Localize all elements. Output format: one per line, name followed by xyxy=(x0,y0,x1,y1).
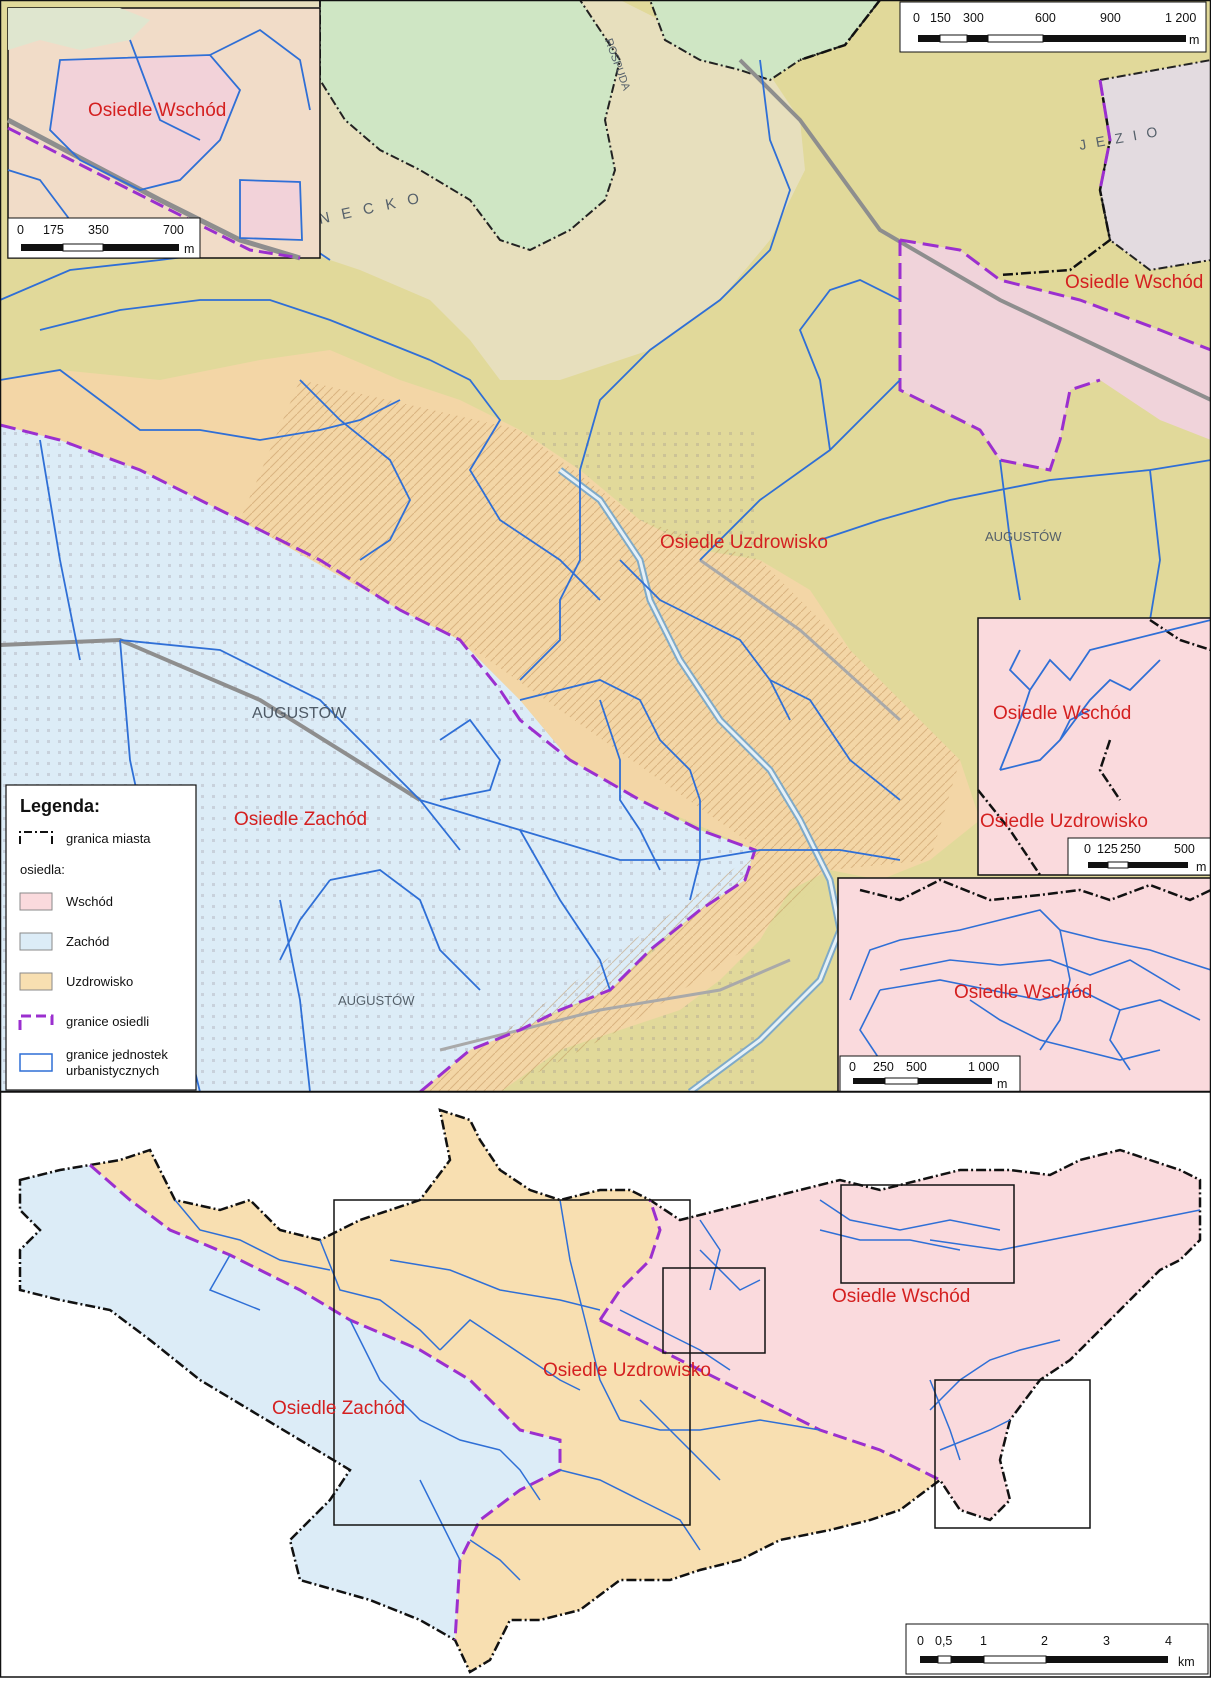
main-scale-unit: m xyxy=(1189,33,1199,47)
extent-box-inset-r xyxy=(934,1379,1091,1529)
inset-br-scale-tick-1: 250 xyxy=(873,1060,894,1074)
overview-unit-borders xyxy=(174,1199,1201,1581)
legend-label-zachod: Zachód xyxy=(66,934,109,949)
uzdrowisko-buildings xyxy=(240,380,960,1092)
ov-scale-tick-0: 0 xyxy=(917,1634,924,1648)
inset-bottom-right: Osiedle Wschód 0 250 500 1 000 m xyxy=(837,877,1211,1092)
legend-city-border-swatch xyxy=(19,831,53,844)
inset-top-left-label: Osiedle Wschód xyxy=(88,100,226,121)
ov-scale-tick-1: 0,5 xyxy=(935,1634,952,1648)
forest-area xyxy=(319,0,622,252)
main-label-zachod: Osiedle Zachód xyxy=(234,809,367,830)
inset-tl-scale-tick-1: 175 xyxy=(43,223,64,237)
inset-r-scale-tick-3: 500 xyxy=(1174,842,1195,856)
extent-box-inset-br xyxy=(840,1184,1015,1284)
legend-swatch-uzdrowisko xyxy=(19,972,53,991)
ov-scale-tick-3: 2 xyxy=(1041,1634,1048,1648)
main-map: AUGUSTÓW AUGUSTÓW AUGUSTÓW N E C K O J E… xyxy=(0,0,1211,1092)
main-scale-tick-2: 300 xyxy=(963,11,984,25)
inset-r-scale-tick-1: 125 xyxy=(1097,842,1118,856)
place-label-augustow-1: AUGUSTÓW xyxy=(252,703,347,722)
inset-br-scale-unit: m xyxy=(997,1077,1007,1091)
inset-top-left: Osiedle Wschód 0 175 350 700 m xyxy=(6,7,321,261)
legend-swatch-zachod xyxy=(19,932,53,951)
overview-zachod xyxy=(20,1165,560,1640)
main-scale-bar: 0 150 300 600 900 1 200 m xyxy=(899,1,1207,53)
overview-label-wschod: Osiedle Wschód xyxy=(832,1286,970,1307)
legend-district-border-swatch xyxy=(18,1014,54,1030)
overview-map: Osiedle Wschód Osiedle Uzdrowisko Osiedl… xyxy=(0,1091,1211,1678)
extent-box-inset-tl xyxy=(662,1267,766,1354)
inset-tl-scale-tick-0: 0 xyxy=(17,223,24,237)
ov-scale-tick-4: 3 xyxy=(1103,1634,1110,1648)
ov-scale-tick-5: 4 xyxy=(1165,1634,1172,1648)
main-label-wschod: Osiedle Wschód xyxy=(1065,272,1203,293)
place-label-augustow-3: AUGUSTÓW xyxy=(338,993,415,1008)
legend-label-wschod: Wschód xyxy=(66,894,113,909)
overview-district-borders xyxy=(89,1163,941,1641)
legend-unit-border-swatch xyxy=(19,1053,53,1072)
overview-scale-bar: 0 0,5 1 2 3 4 km xyxy=(905,1623,1209,1675)
railway-east xyxy=(738,58,1211,402)
lake-east xyxy=(1098,58,1211,272)
inset-tl-scale-unit: m xyxy=(184,242,194,256)
overview-uzdrowisko xyxy=(90,1110,940,1672)
ov-scale-unit: km xyxy=(1178,1655,1195,1669)
legend-unit-border-label-1: granice jednostek xyxy=(66,1047,168,1062)
place-label-augustow-2: AUGUSTÓW xyxy=(985,529,1062,544)
ov-scale-tick-2: 1 xyxy=(980,1634,987,1648)
inset-right-label-uzdrowisko: Osiedle Uzdrowisko xyxy=(980,811,1148,832)
inset-br-scale-tick-0: 0 xyxy=(849,1060,856,1074)
wschod-area xyxy=(900,240,1211,470)
overview-city-border xyxy=(18,1108,1202,1674)
legend-title: Legenda: xyxy=(20,796,100,816)
legend-district-border-label: granice osiedli xyxy=(66,1014,149,1029)
main-scale-tick-3: 600 xyxy=(1035,11,1056,25)
main-scale-tick-4: 900 xyxy=(1100,11,1121,25)
inset-br-scale-tick-2: 500 xyxy=(906,1060,927,1074)
inset-tl-scale-tick-3: 700 xyxy=(163,223,184,237)
legend-label-uzdrowisko: Uzdrowisko xyxy=(66,974,133,989)
main-label-uzdrowisko: Osiedle Uzdrowisko xyxy=(660,532,828,553)
overview-wschod xyxy=(600,1150,1200,1520)
legend-swatch-wschod xyxy=(19,892,53,911)
main-scale-tick-1: 150 xyxy=(930,11,951,25)
overview-extent-boxes xyxy=(333,1184,1091,1529)
inset-r-scale-tick-2: 250 xyxy=(1120,842,1141,856)
legend-unit-border-label-2: urbanistycznych xyxy=(66,1063,159,1078)
inset-r-scale-tick-0: 0 xyxy=(1084,842,1091,856)
legend-city-border-label: granica miasta xyxy=(66,831,151,846)
inset-tl-scale-tick-2: 350 xyxy=(88,223,109,237)
inset-br-label: Osiedle Wschód xyxy=(954,982,1092,1003)
inset-br-scale-tick-3: 1 000 xyxy=(968,1060,999,1074)
legend-group-title: osiedla: xyxy=(20,862,65,877)
legend: Legenda: granica miasta osiedla: Wschód … xyxy=(5,784,197,1091)
extent-box-main xyxy=(333,1199,691,1526)
inset-right-label-wschod: Osiedle Wschód xyxy=(993,703,1131,724)
main-scale-tick-0: 0 xyxy=(913,11,920,25)
inset-r-scale-unit: m xyxy=(1196,860,1206,874)
overview-label-uzdrowisko: Osiedle Uzdrowisko xyxy=(543,1360,711,1381)
main-scale-tick-5: 1 200 xyxy=(1165,11,1196,25)
railway-west xyxy=(0,637,422,802)
forest-area-2 xyxy=(648,0,882,82)
overview-label-zachod: Osiedle Zachód xyxy=(272,1398,405,1419)
district-borders-main xyxy=(0,79,1211,1092)
inset-right: Osiedle Wschód Osiedle Uzdrowisko 0 125 … xyxy=(977,617,1211,876)
